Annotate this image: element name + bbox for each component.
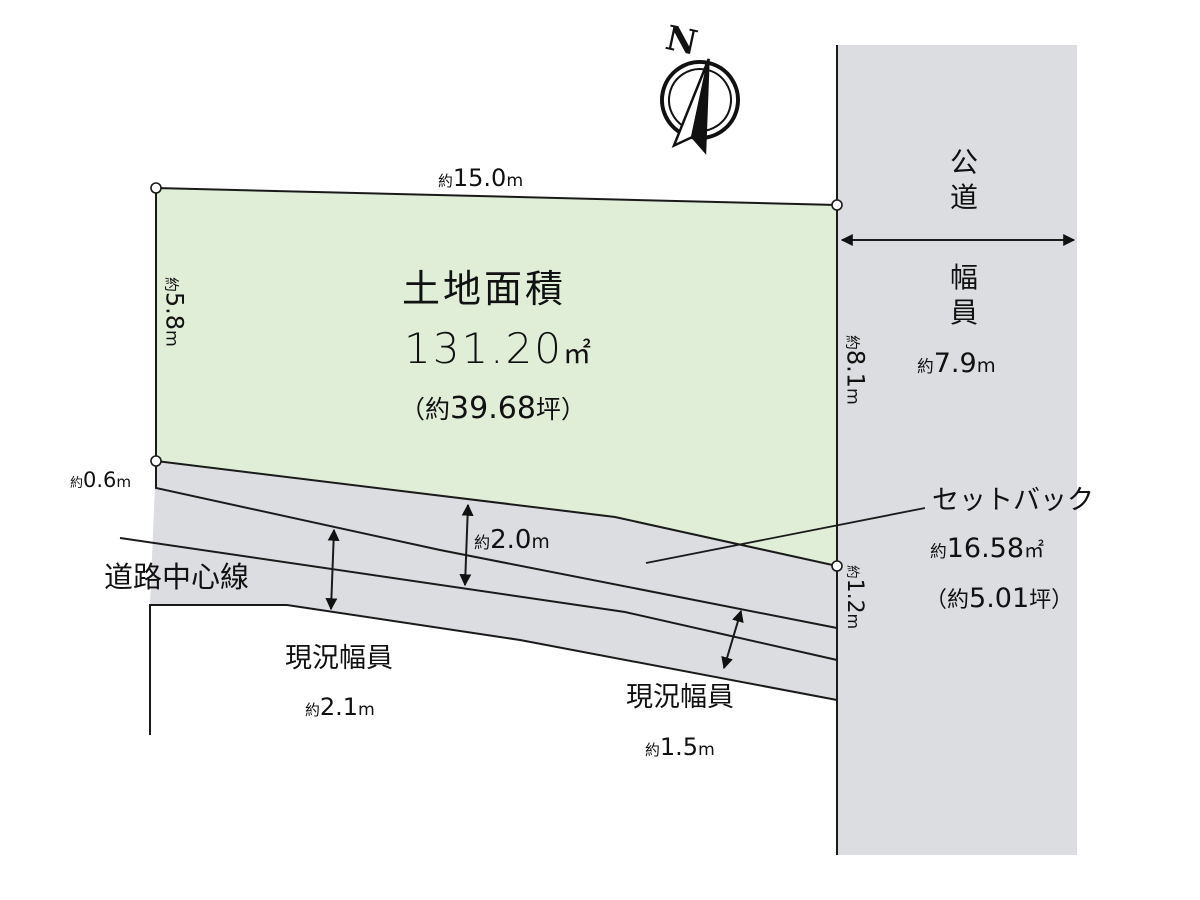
corner-marker xyxy=(831,199,843,211)
corner-marker xyxy=(150,455,162,467)
lot-top-dimension: 約15.0m xyxy=(438,164,524,192)
setback-depth-label: 約2.0m xyxy=(474,525,550,555)
setback-leader-line xyxy=(645,507,926,564)
lot-area xyxy=(155,186,838,568)
setback-area: 約16.58㎡ xyxy=(930,533,1045,564)
corner-markers xyxy=(150,182,843,572)
side-road-area xyxy=(150,461,837,700)
current-width-left-arrow xyxy=(325,528,340,611)
setback-tsubo: （約5.01坪） xyxy=(925,583,1074,614)
current-width-right-label: 現況幅員 xyxy=(626,682,734,713)
corner-marker xyxy=(150,182,162,194)
current-width-right-value: 約1.5m xyxy=(645,733,715,761)
lot-area-value: 131.20㎡ xyxy=(404,324,593,373)
lot-right-dimension: 約8.1m xyxy=(841,335,870,405)
setback-depth-arrow xyxy=(459,503,474,587)
current-width-left-value: 約2.1m xyxy=(305,693,375,721)
public-road-area xyxy=(837,45,1077,855)
setback-line xyxy=(155,461,838,629)
road-far-edge xyxy=(149,604,838,735)
lot-left-dimension: 約5.8m xyxy=(160,277,189,347)
corner-marker xyxy=(831,560,843,572)
north-arrow-icon xyxy=(660,58,740,155)
public-road-width-value: 約7.9m xyxy=(917,348,996,379)
current-width-left-label: 現況幅員 xyxy=(285,643,393,674)
current-width-right-arrow xyxy=(721,609,744,670)
left-setback-dimension: 約0.6m xyxy=(70,468,132,492)
public-road-width-label: 幅員 xyxy=(950,261,979,329)
lot-area-title: 土地面積 xyxy=(402,267,567,311)
road-centerline-label: 道路中心線 xyxy=(104,560,250,594)
public-road-label: 公道 xyxy=(950,146,979,214)
right-setback-dimension: 約1.2m xyxy=(842,565,867,630)
road-centerline xyxy=(119,537,838,661)
setback-label: セットバック xyxy=(932,485,1094,516)
lot-area-tsubo: （約39.68坪） xyxy=(400,391,586,426)
